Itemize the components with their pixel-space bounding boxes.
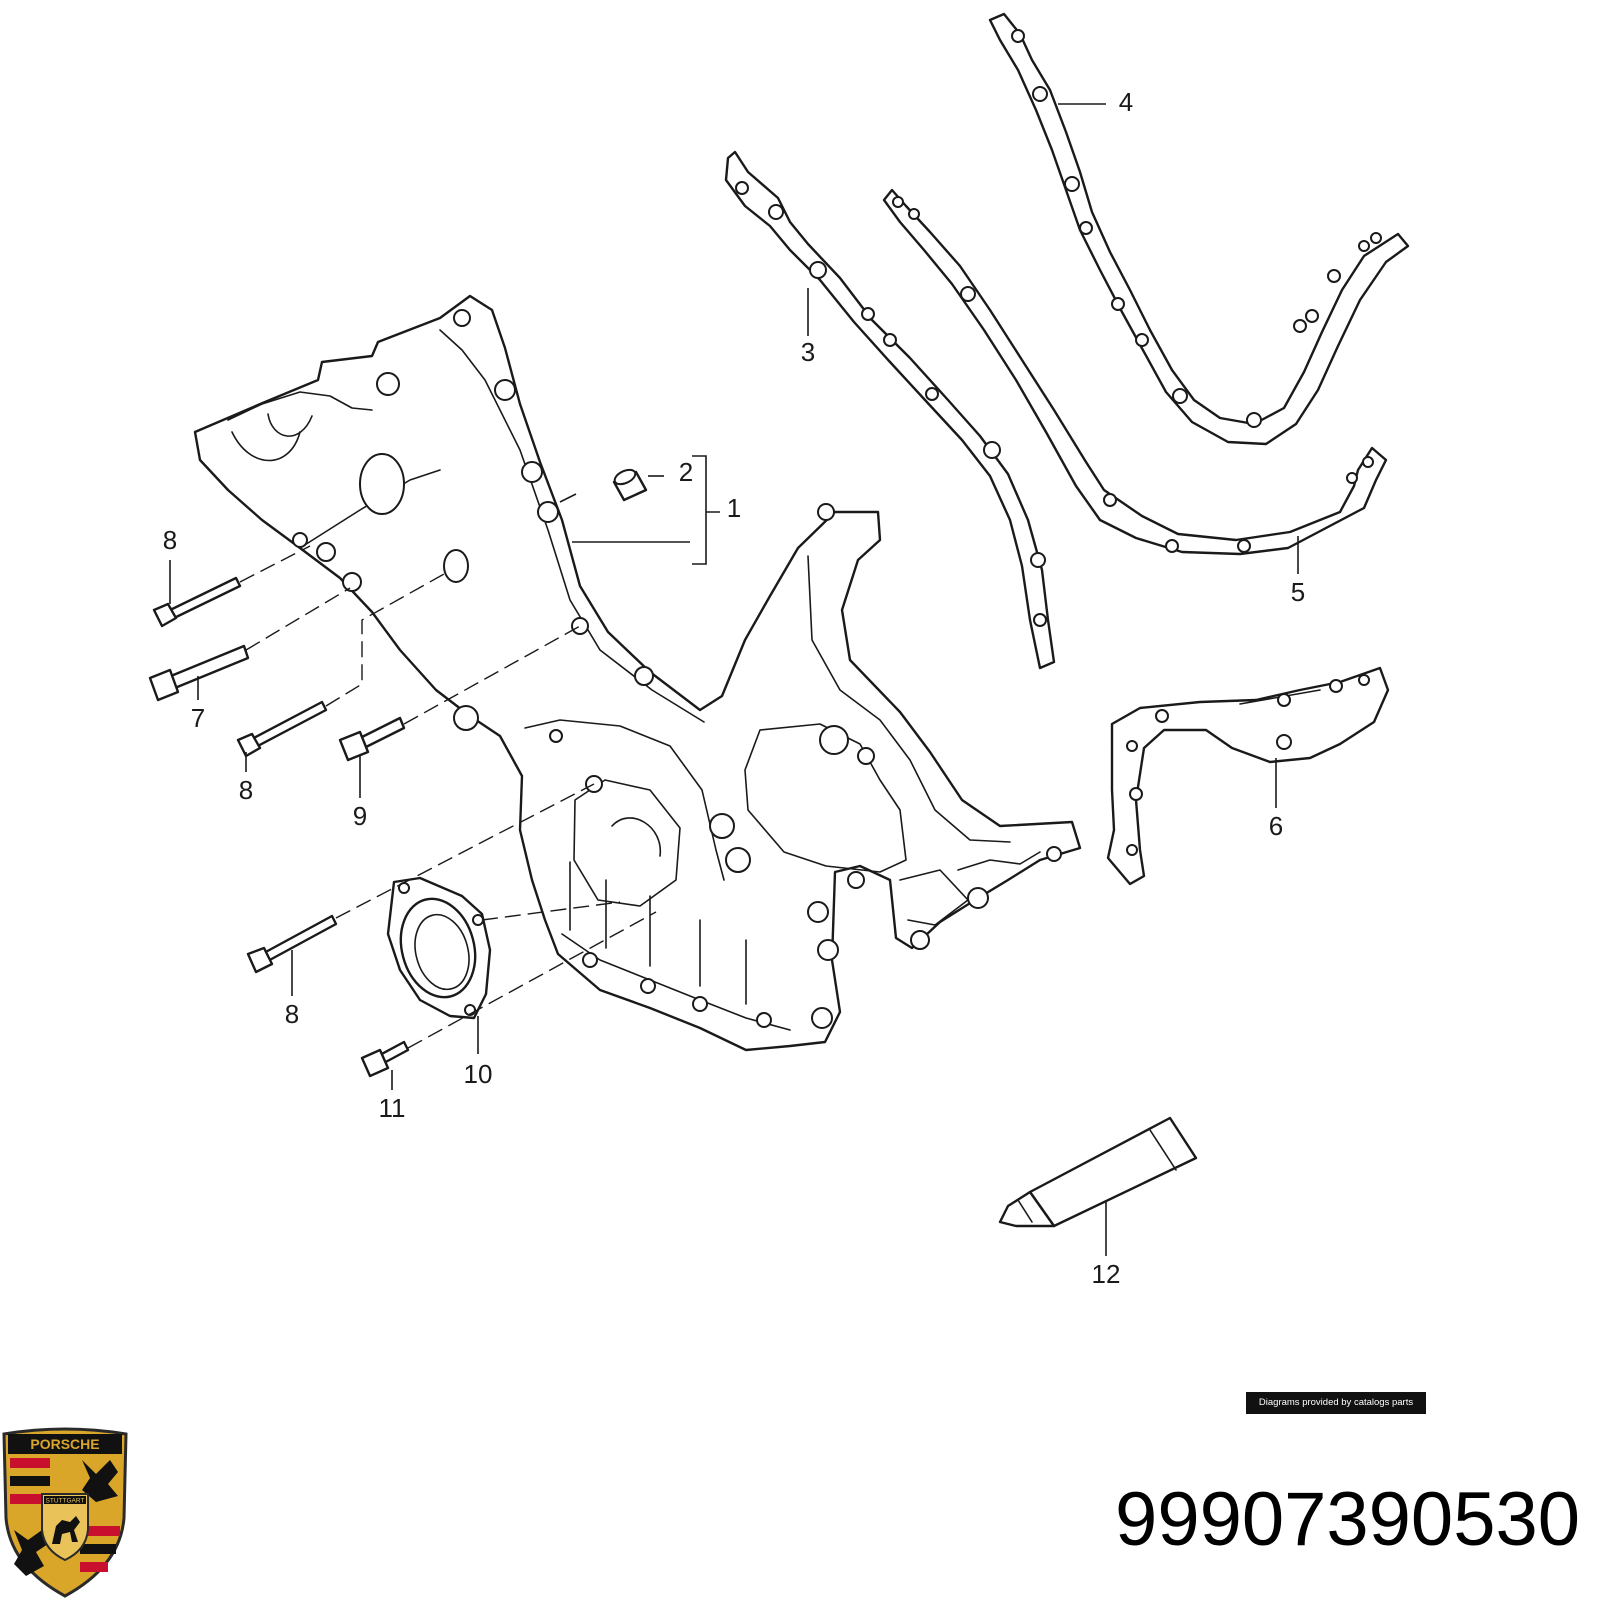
callout-7: 7 (191, 703, 205, 733)
callout-9: 9 (353, 801, 367, 831)
alignment-lines (239, 545, 657, 1049)
diagram-credit-banner: Diagrams provided by catalogs parts (1246, 1392, 1426, 1414)
gasket-4 (988, 12, 1410, 446)
bolt-8-middle (236, 700, 328, 758)
callout-8-top: 8 (163, 525, 177, 555)
dowel-sleeve (612, 468, 648, 502)
bracket-gasket-6 (1106, 666, 1390, 886)
bolt-8-bottom (246, 914, 338, 974)
callout-12: 12 (1092, 1259, 1121, 1289)
callout-4: 4 (1119, 87, 1133, 117)
porsche-crest-logo: PORSCHE STUTTGART (2, 1427, 128, 1598)
crest-city-text: STUTTGART (46, 1498, 85, 1505)
seal-flange-10 (386, 876, 492, 1020)
callout-11: 11 (379, 1093, 406, 1123)
callout-3: 3 (801, 337, 815, 367)
bolt-8-top (152, 576, 242, 628)
callout-6: 6 (1269, 811, 1283, 841)
sealant-tube-12 (998, 1116, 1198, 1228)
leader-lines (169, 103, 1299, 1256)
callout-5: 5 (1291, 577, 1305, 607)
callout-labels: 1 2 3 4 5 6 7 8 8 8 9 10 11 12 (163, 87, 1305, 1289)
gasket-5 (882, 188, 1388, 556)
bolt-11 (360, 1040, 410, 1078)
part-number: 99907390530 (1115, 1477, 1580, 1562)
timing-cover-housing (193, 294, 1082, 1052)
callout-8-bottom: 8 (285, 999, 299, 1029)
bolt-9 (338, 716, 406, 762)
callout-8-middle: 8 (239, 775, 253, 805)
callout-2: 2 (679, 457, 693, 487)
crest-brand-text: PORSCHE (30, 1436, 99, 1452)
callout-10: 10 (464, 1059, 493, 1089)
prancing-horse-icon (52, 1516, 80, 1544)
bolt-7 (148, 644, 250, 702)
callout-1: 1 (727, 493, 741, 523)
gasket-3 (724, 150, 1056, 670)
